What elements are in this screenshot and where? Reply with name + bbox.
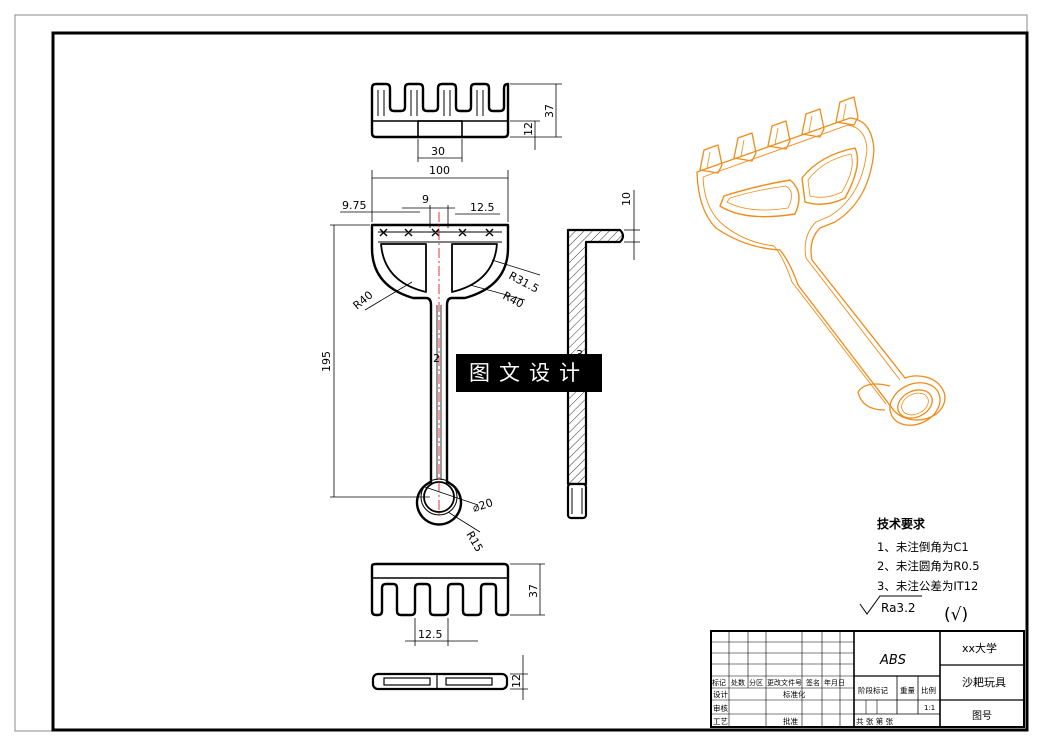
drawing-frame (51, 31, 1029, 732)
stage-label: 阶段标记 (858, 685, 888, 695)
dim-slot-width: 9 (422, 193, 429, 206)
row-craft: 工艺 (713, 717, 728, 726)
title-block-text: 标记 处数 分区 更改文件号 签名 年月日 设计 标准化 审核 工艺 批准 AB… (712, 641, 1006, 726)
dim-handle-width: 2 (433, 352, 440, 365)
side-view-dims (624, 190, 640, 260)
dim-top-height: 37 (543, 104, 556, 118)
dim-radius-outer-right: R40 (501, 289, 526, 311)
tech-item-3: 3、未注公差为IT12 (877, 579, 978, 593)
dim-slot-pitch: 12.5 (470, 201, 495, 214)
school: xx大学 (962, 641, 997, 655)
title-block (710, 630, 1025, 728)
roughness-other: (√) (944, 605, 968, 625)
dim-bottom-pitch: 12.5 (418, 628, 443, 641)
dim-bottom-thickness: 12 (510, 674, 523, 688)
tech-requirements: 技术要求 1、未注倒角为C1 2、未注圆角为R0.5 3、未注公差为IT12 R… (859, 516, 980, 625)
header-change-doc: 更改文件号 (767, 678, 802, 687)
bottom-view (370, 562, 510, 617)
tech-title: 技术要求 (877, 516, 926, 531)
drawing-no-label: 图号 (972, 710, 992, 722)
header-date: 年月日 (824, 678, 845, 687)
front-slot-marks (379, 228, 494, 237)
header-signature: 签名 (806, 678, 820, 687)
dim-ring-radius: R15 (463, 529, 485, 554)
lower-view-dims (510, 655, 528, 700)
dim-top-thickness: 12 (522, 122, 535, 136)
isometric-view (696, 96, 946, 426)
top-view (370, 82, 510, 139)
tech-item-2: 2、未注圆角为R0.5 (877, 559, 980, 573)
header-zone: 分区 (749, 678, 763, 687)
lower-view (371, 672, 509, 691)
dim-bottom-height: 37 (527, 584, 540, 598)
material: ABS (879, 653, 906, 668)
row-design: 设计 (713, 689, 728, 699)
roughness-value: Ra3.2 (881, 601, 916, 615)
watermark-banner: 图文设计 (456, 354, 602, 392)
scale-value: 1:1 (924, 704, 935, 712)
front-view-dims (330, 170, 541, 533)
sheets-label: 共 张 第 张 (856, 716, 894, 726)
scale-label: 比例 (921, 685, 936, 695)
dim-handle-length: 195 (320, 351, 333, 372)
tech-item-1: 1、未注倒角为C1 (877, 540, 969, 554)
roughness-icon (859, 595, 922, 615)
dim-ring-diameter: ⌀20 (471, 496, 495, 515)
top-view-dims (417, 83, 562, 162)
dim-overall-width: 100 (429, 164, 450, 177)
bottom-view-dims (405, 563, 545, 646)
part-name: 沙耙玩具 (962, 676, 1006, 689)
header-count: 处数 (731, 678, 745, 687)
weight-label: 重量 (900, 686, 915, 695)
dim-radius-outer-left: R40 (351, 288, 376, 312)
row-standard: 标准化 (783, 689, 806, 699)
header-mark: 标记 (712, 678, 726, 687)
dim-edge-offset: 9.75 (342, 199, 367, 212)
row-approve: 批准 (783, 716, 798, 726)
row-check: 审核 (713, 703, 728, 713)
dim-side-top: 10 (620, 192, 633, 206)
dim-top-width: 30 (431, 145, 445, 158)
